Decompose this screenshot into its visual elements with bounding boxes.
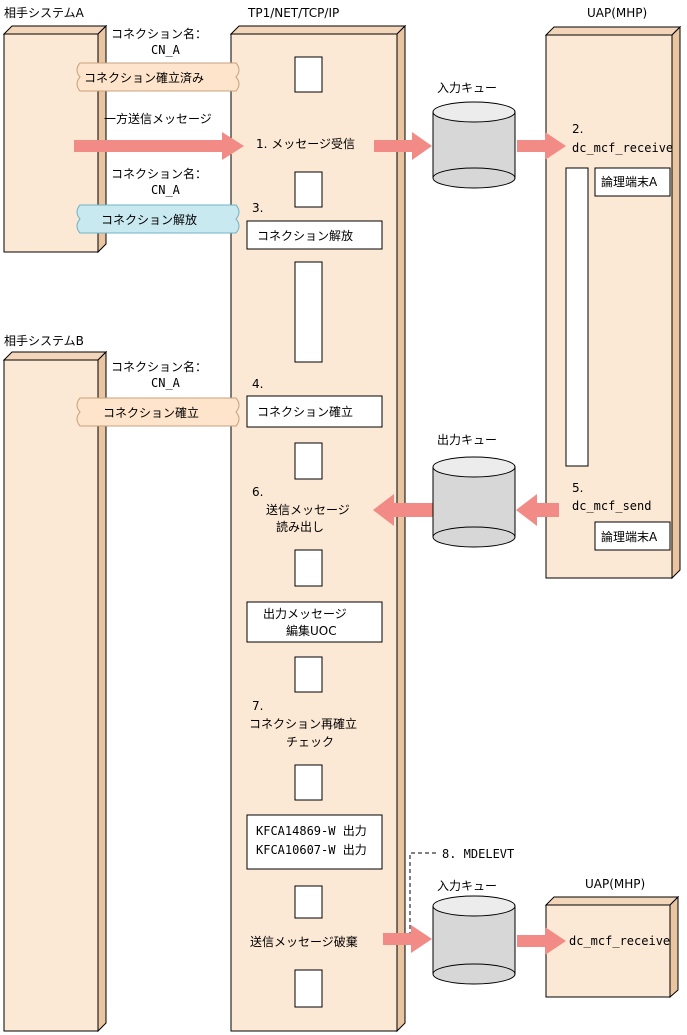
- oneway-message-arrow: [74, 132, 244, 160]
- tp1-slot-9: [294, 969, 323, 1008]
- conn-name-a2-line2: CN_A: [151, 183, 181, 197]
- term-a-top-box: [594, 167, 671, 197]
- uap-lifeline-box: [565, 167, 589, 467]
- uoc-line1: 出力メッセージ: [263, 607, 347, 621]
- step8-dashed-line: [409, 852, 436, 936]
- tp1-slot-4: [294, 442, 323, 480]
- uap-top-label: UAP(MHP): [587, 6, 647, 20]
- step7-line1: コネクション再確立: [249, 716, 357, 731]
- discard-arrow: [383, 925, 432, 953]
- step5-func: dc_mcf_send: [572, 499, 651, 513]
- scroll-released-text: コネクション解放: [101, 212, 197, 227]
- step4-num: 4.: [252, 377, 263, 391]
- step5-num: 5.: [572, 481, 583, 495]
- system-b-label: 相手システムB: [4, 334, 84, 348]
- scroll-established-b-text: コネクション確立: [103, 405, 199, 420]
- kfca-line1: KFCA14869-W 出力: [256, 824, 367, 838]
- step2-func: dc_mcf_receive: [572, 141, 673, 155]
- conn-name-b-line1: コネクション名：: [111, 359, 207, 374]
- step7-line2: チェック: [286, 735, 334, 749]
- step8-label: 8. MDELEVT: [442, 847, 514, 861]
- system-a-label: 相手システムA: [4, 6, 85, 20]
- step3-box: [246, 220, 383, 250]
- kfca-line2: KFCA10607-W 出力: [256, 843, 367, 857]
- step1-label: 1. メッセージ受信: [256, 137, 355, 151]
- step6-num: 6.: [252, 485, 263, 499]
- tp1-slot-1: [294, 56, 323, 93]
- scroll-released: コネクション解放: [76, 204, 240, 234]
- tp1-slot-2: [294, 171, 323, 208]
- step6-line2: 読み出し: [276, 519, 324, 534]
- queue-to-uap-bottom-arrow: [517, 927, 566, 955]
- scroll-established: コネクション確立済み: [76, 62, 240, 92]
- term-a-top-label: 論理端末A: [601, 174, 658, 189]
- output-queue-label: 出力キュー: [437, 433, 497, 447]
- bottom-func: dc_mcf_receive: [569, 934, 670, 948]
- conn-name-b-line2: CN_A: [151, 376, 181, 390]
- tp1-slot-6: [294, 656, 323, 693]
- uap-bottom-label: UAP(MHP): [585, 877, 645, 891]
- uoc-line2: 編集UOC: [286, 623, 337, 638]
- input-queue-top: [432, 101, 516, 189]
- tp1-label: TP1/NET/TCP/IP: [247, 6, 339, 20]
- step4-box-text: コネクション確立: [257, 404, 353, 419]
- step6-arrow: [373, 494, 433, 526]
- uap-bottom-pillar: [544, 895, 680, 999]
- conn-name-a2-line1: コネクション名：: [111, 166, 207, 181]
- term-a-bottom-label: 論理端末A: [601, 529, 658, 544]
- input-queue-top-label: 入力キュー: [437, 81, 497, 95]
- system-b-pillar: [2, 350, 108, 1033]
- queue-to-uap-arrow: [517, 132, 566, 160]
- tp1-slot-3: [294, 261, 323, 363]
- step1-arrow: [374, 132, 432, 160]
- term-a-bottom-box: [594, 521, 671, 551]
- conn-name-a-line1: コネクション名：: [111, 26, 207, 41]
- step4-box: [246, 395, 383, 428]
- tp1-slot-8: [294, 885, 323, 919]
- step6-line1: 送信メッセージ: [266, 502, 350, 517]
- kfca-box: [246, 814, 383, 870]
- input-queue-bottom: [432, 895, 516, 985]
- step2-num: 2.: [572, 122, 583, 136]
- step3-num: 3.: [252, 201, 263, 215]
- oneway-message-label: 一方送信メッセージ: [104, 111, 212, 126]
- conn-name-a-line2: CN_A: [151, 43, 181, 57]
- input-queue-bottom-label: 入力キュー: [437, 879, 497, 893]
- uap-to-output-queue-arrow: [516, 494, 559, 526]
- tp1-slot-5: [294, 549, 323, 587]
- output-queue: [432, 456, 516, 548]
- discard-label: 送信メッセージ破棄: [250, 934, 358, 949]
- uoc-box: [246, 601, 383, 643]
- step3-box-text: コネクション解放: [257, 228, 353, 243]
- scroll-established-b: コネクション確立: [76, 397, 240, 427]
- tp1-slot-7: [294, 764, 323, 801]
- step7-num: 7.: [252, 699, 263, 713]
- scroll-established-text: コネクション確立済み: [84, 70, 204, 85]
